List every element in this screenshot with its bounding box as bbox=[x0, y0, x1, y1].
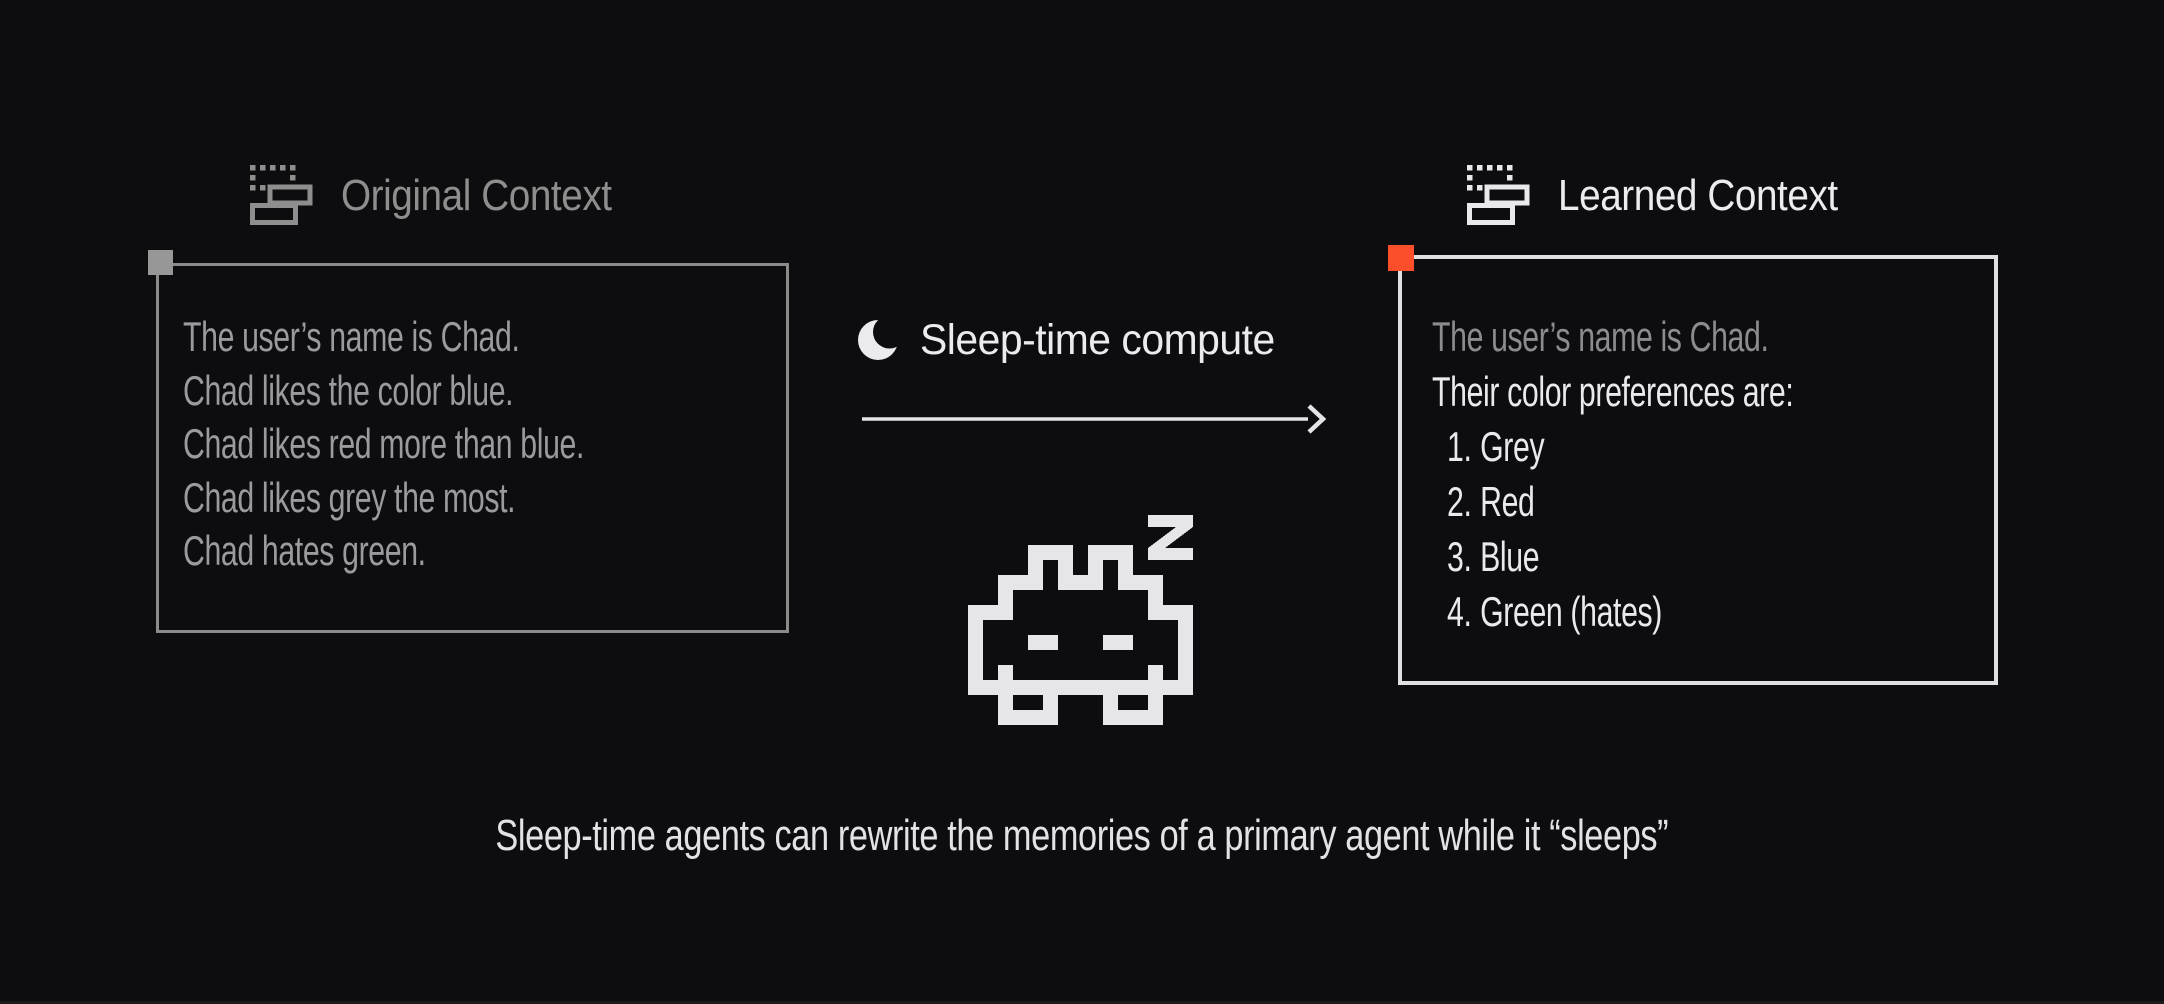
list-number: 2. bbox=[1447, 478, 1472, 525]
memory-line: Their color preferences are: bbox=[1432, 368, 1794, 415]
preference-list-item: 1. Grey bbox=[1447, 419, 1798, 474]
list-label: Green (hates) bbox=[1480, 588, 1663, 635]
memory-line: Chad likes grey the most. bbox=[183, 473, 516, 521]
learned-context-header: Learned Context bbox=[1464, 165, 1876, 227]
list-number: 4. bbox=[1447, 588, 1472, 635]
original-context-title: Original Context bbox=[341, 171, 612, 220]
list-number: 1. bbox=[1447, 423, 1472, 470]
learned-context-box: The user’s name is Chad. Their color pre… bbox=[1388, 245, 1998, 685]
memory-line: Chad likes the color blue. bbox=[183, 366, 514, 414]
original-context-box: The user’s name is Chad. Chad likes the … bbox=[148, 250, 789, 633]
sleep-z-glyph bbox=[1148, 515, 1193, 560]
moon-icon bbox=[858, 319, 900, 360]
sleeping-robot-icon bbox=[968, 515, 1193, 725]
list-label: Grey bbox=[1480, 423, 1545, 470]
layers-icon bbox=[1467, 165, 1530, 225]
memory-line: Chad likes red more than blue. bbox=[183, 420, 585, 467]
preference-list-item: 4. Green (hates) bbox=[1447, 584, 1798, 639]
original-context-text: The user’s name is Chad. Chad likes the … bbox=[183, 310, 740, 578]
list-number: 3. bbox=[1447, 533, 1472, 580]
sleep-time-compute-text: Sleep-time compute bbox=[920, 316, 1275, 364]
preference-list-item: 3. Blue bbox=[1447, 529, 1798, 584]
learned-context-title: Learned Context bbox=[1558, 171, 1838, 220]
bottom-edge-line bbox=[0, 1001, 2164, 1004]
learned-context-text: The user’s name is Chad. Their color pre… bbox=[1432, 309, 1934, 639]
arrow-right-icon bbox=[862, 404, 1327, 434]
caption: Sleep-time agents can rewrite the memori… bbox=[495, 811, 1669, 860]
grey-corner-marker bbox=[148, 250, 173, 275]
orange-corner-marker bbox=[1388, 245, 1414, 271]
list-label: Red bbox=[1480, 478, 1535, 525]
layers-icon bbox=[250, 165, 313, 225]
list-label: Blue bbox=[1480, 533, 1540, 580]
memory-line: Chad hates green. bbox=[183, 527, 426, 574]
sleep-time-compute-label: Sleep-time compute bbox=[858, 316, 1293, 365]
memory-line: The user’s name is Chad. bbox=[1432, 313, 1769, 360]
preference-list-item: 2. Red bbox=[1447, 474, 1798, 529]
original-context-header: Original Context bbox=[247, 165, 648, 227]
memory-line: The user’s name is Chad. bbox=[183, 313, 520, 360]
